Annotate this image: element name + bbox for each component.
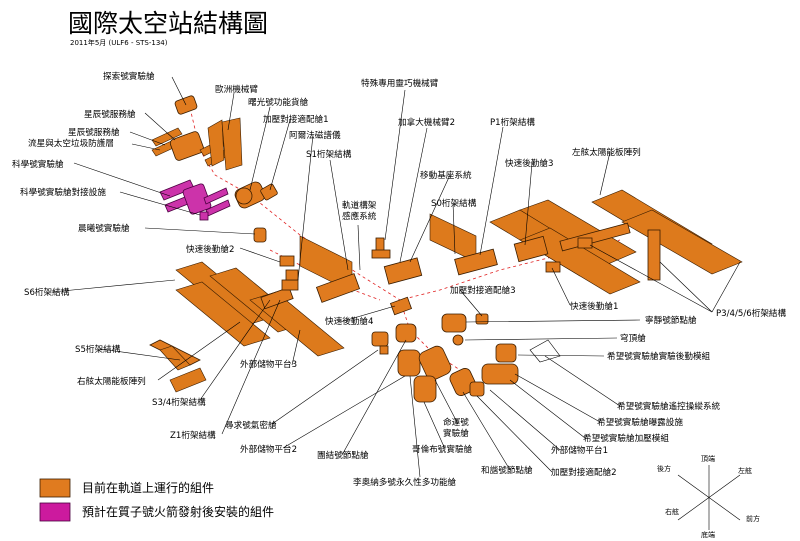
european-arm-panel	[221, 117, 243, 171]
columbus-lab	[413, 375, 437, 403]
label-s34: S3/4桁架結構	[152, 396, 206, 408]
axis-bottom: 底端	[701, 530, 715, 539]
label-mobile-base: 移動基座系統	[420, 169, 472, 181]
label-tranquility: 寧靜號節點艙	[645, 314, 697, 326]
label-pma2: 加壓對接適配艙2	[551, 466, 617, 478]
label-p3456: P3/4/5/6桁架結構	[716, 307, 787, 319]
label-kibo-ef: 希望號實驗艙曝露設施	[597, 416, 683, 428]
label-tansuo: 探索號實驗艙	[103, 70, 155, 82]
label-xingchen-svc-b: 星辰號服務艙	[68, 126, 120, 138]
label-pma3: 加壓對接適配艙3	[450, 284, 516, 296]
label-european-arm: 歐洲機械臂	[215, 83, 258, 95]
harmony-node	[449, 368, 477, 396]
axis-port: 左舷	[738, 466, 752, 475]
s34-truss	[260, 269, 299, 310]
label-quest: 尋求號氣密艙	[225, 419, 277, 431]
label-destiny: 命運號	[443, 416, 469, 428]
axis-forward: 前方	[746, 514, 760, 523]
label-docking: 科學號實驗艙對接設施	[20, 186, 106, 198]
label-right-array: 右舷太陽能板陣列	[77, 375, 146, 387]
label-track: 軌道構架	[342, 199, 377, 211]
label-columbus: 哥倫布號實驗艙	[412, 443, 473, 455]
label-s6: S6桁架結構	[24, 286, 70, 298]
port-solar-array	[489, 189, 743, 295]
diagram-subtitle: 2011年5月 (ULF6 - STS-134)	[70, 38, 168, 47]
kibo-logistics-module	[495, 343, 517, 363]
legend-label-planned: 預計在質子號火箭發射後安裝的組件	[82, 504, 274, 519]
leonardo-module	[397, 349, 421, 377]
label-esp2: 外部儲物平台2	[240, 443, 297, 455]
p3456-truss	[559, 222, 661, 281]
label-s1: S1桁架結構	[306, 148, 352, 160]
label-xingchen-svc-a: 星辰號服務艙	[84, 108, 136, 120]
label-science-lab: 科學號實驗艙	[12, 158, 64, 170]
label-canadarm2: 加拿大機械臂2	[398, 116, 455, 128]
label-pma1: 加壓對接適配艙1	[263, 113, 329, 125]
label-alpha-mag: 阿爾法磁譜儀	[289, 129, 341, 141]
label-kibo-light: 曙光號功能貨艙	[248, 96, 309, 108]
p1-truss	[513, 235, 549, 263]
starboard-solar-array	[175, 261, 345, 357]
science-lab-module	[159, 179, 231, 221]
tranquility-node	[441, 313, 467, 333]
label-soyuz4: 快速後勤艙4	[325, 315, 373, 327]
label-dawn-lab: 晨曦號實驗艙	[78, 222, 130, 234]
legend: 目前在軌道上運行的組件 預計在質子號火箭發射後安裝的組件	[39, 478, 274, 522]
label-soyuz1: 快速後勤艙1	[570, 300, 618, 312]
pma3-module	[475, 313, 489, 325]
cupola-module	[452, 334, 464, 346]
soyuz4-module	[389, 296, 413, 316]
label-kibo-pm: 希望號實驗艙加壓模組	[583, 432, 669, 444]
legend-label-in-orbit: 目前在軌道上運行的組件	[82, 480, 214, 495]
label-cupola: 穹頂艙	[620, 332, 646, 344]
label-esp1: 外部儲物平台1	[551, 444, 608, 456]
label-p1: P1桁架結構	[490, 116, 535, 128]
label-destiny2: 實驗艙	[443, 427, 469, 439]
labels: 探索號實驗艙 歐洲機械臂 曙光號功能貨艙 星辰號服務艙 加壓對接適配艙1 阿爾法…	[12, 70, 787, 488]
label-kibo-rms: 希望號實驗艙遙控操縱系統	[617, 400, 721, 412]
orientation-axes: 頂端 後方 左舷 右舷 前方 底端	[657, 454, 760, 539]
kibo-rms	[529, 339, 561, 363]
soyuz-small-modules	[279, 237, 593, 273]
label-sensing: 感應系統	[342, 210, 377, 222]
legend-swatch-planned	[39, 502, 71, 522]
label-soyuz2: 快速後勤艙2	[186, 243, 234, 255]
pma1-module	[260, 183, 278, 201]
axis-top: 頂端	[701, 454, 715, 463]
pma2-module	[469, 381, 485, 397]
label-flow-guard: 流星與太空垃圾防護層	[28, 137, 114, 149]
legend-swatch-in-orbit	[39, 478, 71, 498]
s0-truss	[429, 213, 498, 276]
axis-aft: 後方	[657, 464, 671, 473]
label-harmony: 和諧號節點艙	[481, 464, 533, 476]
label-esp3: 外部儲物平台3	[240, 358, 297, 370]
diagram-title: 國際太空站結構圖	[68, 9, 268, 38]
s1-truss	[299, 235, 361, 303]
leader-lines	[51, 76, 741, 478]
unity-node	[395, 323, 417, 343]
label-leonardo: 李奧納多號永久性多功能艙	[353, 476, 457, 488]
mobile-base-system	[383, 257, 423, 285]
dawn-lab-module	[253, 227, 267, 243]
destiny-lab	[418, 345, 452, 381]
label-left-array: 左舷太陽能板陣列	[572, 146, 641, 158]
quest-airlock	[371, 331, 389, 355]
s5-truss	[159, 345, 207, 393]
label-s0: S0桁架結構	[431, 197, 477, 209]
label-soyuz3: 快速後勤艙3	[505, 157, 553, 169]
label-unity: 團結號節點艙	[317, 449, 369, 461]
axis-starboard: 右舷	[665, 507, 679, 516]
label-s5: S5桁架結構	[75, 343, 121, 355]
kibo-pressurized-module	[481, 363, 519, 385]
dextre	[371, 237, 391, 259]
label-z1: Z1桁架結構	[170, 429, 216, 441]
label-kibo-logistics: 希望號實驗艙實驗後勤模組	[607, 350, 711, 362]
zarya-module	[234, 181, 266, 209]
label-special-dex: 特殊專用靈巧機械臂	[361, 77, 439, 89]
